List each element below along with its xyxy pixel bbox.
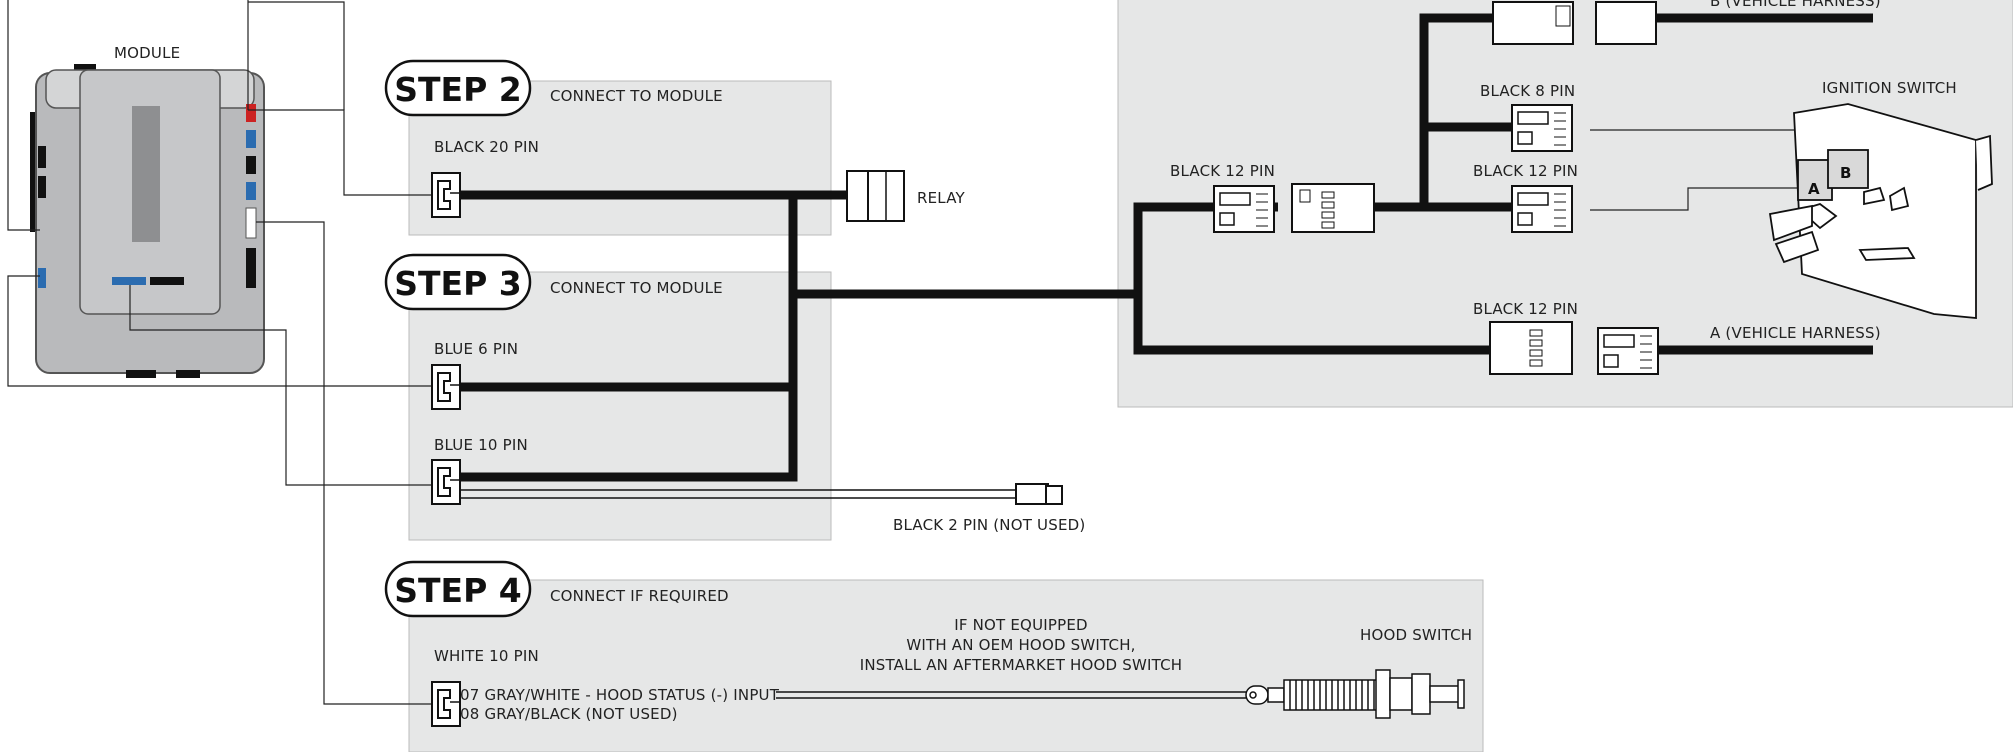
white-10-pin-connector bbox=[431, 681, 461, 727]
step3-panel bbox=[408, 271, 832, 541]
pin08-label: 08 GRAY/BLACK (NOT USED) bbox=[460, 705, 678, 723]
relay-label: RELAY bbox=[917, 189, 965, 207]
b-top-connector bbox=[1492, 1, 1657, 45]
black-12-pin-left-label: BLACK 12 PIN bbox=[1170, 162, 1275, 180]
thick-wires bbox=[460, 13, 1873, 482]
black-8-pin-connector bbox=[1511, 104, 1573, 152]
hood-note-line1: IF NOT EQUIPPED bbox=[954, 616, 1088, 634]
black-2pin-label: BLACK 2 PIN (NOT USED) bbox=[893, 516, 1085, 534]
blue-6-pin-label: BLUE 6 PIN bbox=[434, 340, 518, 358]
step3-badge: STEP 3 bbox=[384, 253, 532, 311]
step4-badge: STEP 4 bbox=[384, 560, 532, 618]
svg-text:STEP 4: STEP 4 bbox=[394, 571, 521, 610]
black-20-pin-label: BLACK 20 PIN bbox=[434, 138, 539, 156]
step4-title: CONNECT IF REQUIRED bbox=[550, 587, 729, 605]
a-vehicle-harness-plug bbox=[1597, 327, 1659, 375]
hood-note-line2: WITH AN OEM HOOD SWITCH, bbox=[906, 636, 1135, 654]
blue-10-pin-connector bbox=[431, 459, 461, 505]
pin07-label: 07 GRAY/WHITE - HOOD STATUS (-) INPUT bbox=[460, 686, 780, 704]
white-10-pin-label: WHITE 10 PIN bbox=[434, 647, 539, 665]
black-12-pin-bottom-label: BLACK 12 PIN bbox=[1473, 300, 1578, 318]
black-12-pin-mid-connector bbox=[1291, 183, 1375, 233]
a-vehicle-harness-label: A (VEHICLE HARNESS) bbox=[1710, 324, 1881, 342]
step4-panel bbox=[408, 579, 1484, 752]
module-label: MODULE bbox=[114, 44, 180, 62]
relay bbox=[846, 170, 905, 222]
black-12-pin-top-label: BLACK 12 PIN bbox=[1473, 162, 1578, 180]
ignition-switch bbox=[1768, 103, 1993, 319]
blue-10-pin-label: BLUE 10 PIN bbox=[434, 436, 528, 454]
hood-note-line3: INSTALL AN AFTERMARKET HOOD SWITCH bbox=[860, 656, 1183, 674]
blue-6-pin-connector bbox=[431, 364, 461, 410]
hood-switch bbox=[1245, 669, 1465, 719]
ignition-switch-label: IGNITION SWITCH bbox=[1822, 79, 1957, 97]
hood-switch-label: HOOD SWITCH bbox=[1360, 626, 1472, 644]
unused-wires bbox=[460, 489, 1018, 499]
step2-title: CONNECT TO MODULE bbox=[550, 87, 723, 105]
module-unit bbox=[30, 64, 265, 378]
module-thin-wires bbox=[7, 0, 432, 705]
black-12-pin-left-connector bbox=[1213, 185, 1275, 233]
black-12-pin-bottom-connector bbox=[1489, 321, 1573, 375]
step2-badge: STEP 2 bbox=[384, 59, 532, 117]
b-vehicle-harness-label: B (VEHICLE HARNESS) bbox=[1710, 0, 1881, 10]
black-2pin-plug bbox=[1015, 483, 1063, 505]
hood-status-wire bbox=[776, 691, 1246, 699]
ignition-plug-a: A bbox=[1808, 180, 1820, 198]
black-12-pin-top-connector bbox=[1511, 185, 1573, 233]
black-8-pin-label: BLACK 8 PIN bbox=[1480, 82, 1575, 100]
black-20-pin-connector bbox=[431, 172, 461, 218]
step3-title: CONNECT TO MODULE bbox=[550, 279, 723, 297]
svg-text:STEP 3: STEP 3 bbox=[394, 264, 521, 303]
ignition-plug-b: B bbox=[1840, 164, 1851, 182]
svg-text:STEP 2: STEP 2 bbox=[394, 70, 521, 109]
